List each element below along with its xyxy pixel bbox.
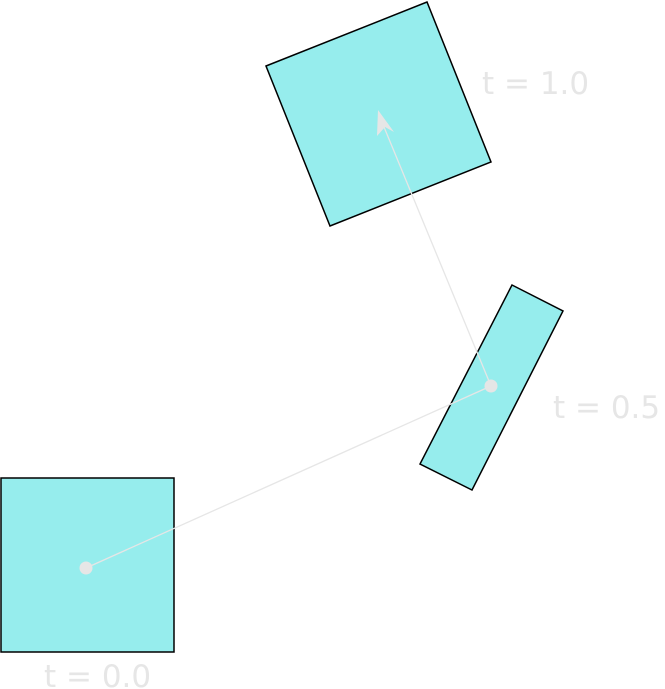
path-segment-t05-to-t1 [383, 126, 492, 387]
label-t1: t = 1.0 [482, 66, 589, 102]
center-dot-t05 [484, 379, 498, 393]
path-segment-t0-to-t05 [85, 385, 492, 569]
arrowhead-icon [377, 110, 394, 136]
label-t0: t = 0.0 [44, 659, 151, 689]
label-t05: t = 0.5 [553, 390, 660, 426]
center-dot-t0 [79, 561, 93, 575]
